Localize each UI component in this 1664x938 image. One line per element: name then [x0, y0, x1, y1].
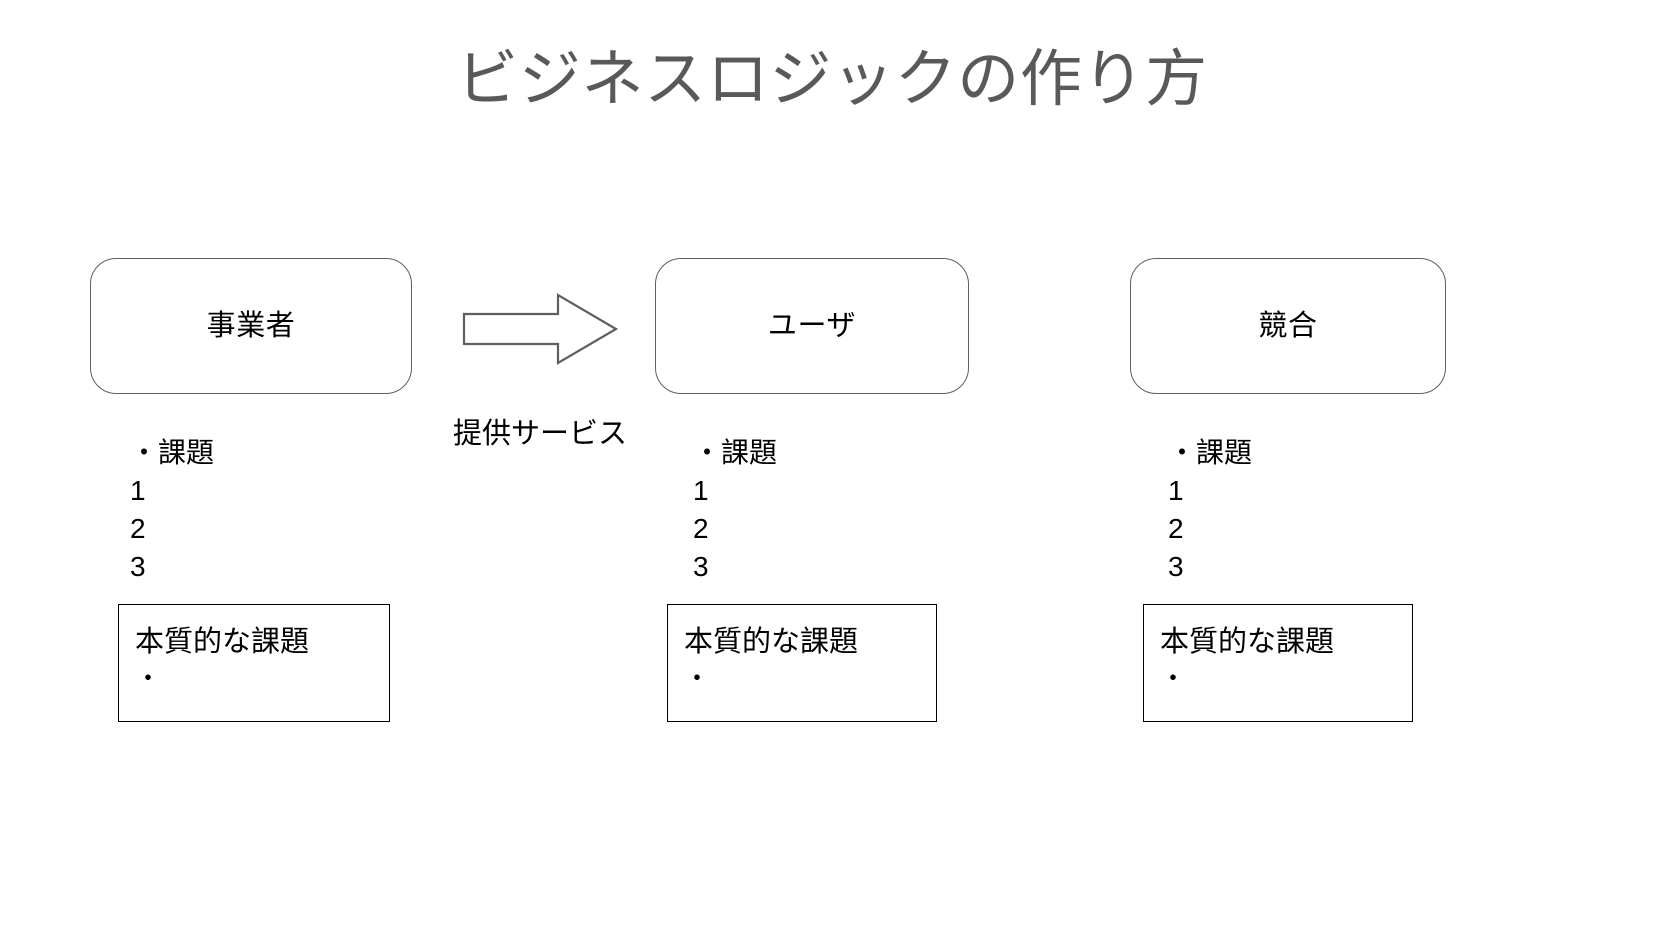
essential-issue-bullet-3: ・ [1160, 663, 1187, 693]
issue-heading-2: ・課題 [693, 437, 778, 468]
essential-issue-box-3[interactable]: 本質的な課題 ・ [1143, 604, 1413, 722]
arrow-label-provided-service: 提供サービス [452, 418, 627, 450]
issue-item-2-3: 3 [693, 551, 709, 582]
actor-label-1: 事業者 [206, 309, 296, 342]
essential-issue-box-1[interactable]: 本質的な課題 ・ [118, 604, 390, 722]
issue-item-3-2: 2 [1168, 513, 1184, 544]
column-actor-1: 事業者 ・課題 1 2 3 本質的な課題 ・ [78, 0, 418, 938]
issue-list-2: ・課題 1 2 3 [693, 434, 777, 586]
actor-box-3[interactable]: 競合 [1130, 258, 1446, 394]
essential-issue-box-2[interactable]: 本質的な課題 ・ [667, 604, 937, 722]
essential-issue-title-1: 本質的な課題 [135, 626, 310, 658]
page-title: ビジネスロジックの作り方 [456, 45, 1208, 114]
actor-label-3: 競合 [1258, 309, 1318, 342]
issue-item-3-1: 1 [1168, 475, 1184, 506]
column-actor-2: ユーザ ・課題 1 2 3 本質的な課題 ・ [645, 0, 985, 938]
essential-issue-title-2: 本質的な課題 [684, 626, 859, 658]
issue-item-2-1: 1 [693, 475, 709, 506]
essential-issue-title-3: 本質的な課題 [1160, 626, 1335, 658]
essential-issue-bullet-2: ・ [684, 663, 711, 693]
issue-heading-3: ・課題 [1168, 437, 1253, 468]
block-arrow-right-icon [462, 293, 618, 365]
issue-heading-1: ・課題 [130, 437, 215, 468]
issue-item-2-2: 2 [693, 513, 709, 544]
column-actor-3: 競合 ・課題 1 2 3 本質的な課題 ・ [1121, 0, 1461, 938]
actor-label-2: ユーザ [767, 309, 857, 342]
issue-item-1-1: 1 [130, 475, 146, 506]
issue-item-3-3: 3 [1168, 551, 1184, 582]
actor-box-2[interactable]: ユーザ [655, 258, 969, 394]
essential-issue-bullet-1: ・ [135, 663, 162, 693]
issue-item-1-3: 3 [130, 551, 146, 582]
issue-item-1-2: 2 [130, 513, 146, 544]
issue-list-3: ・課題 1 2 3 [1168, 434, 1252, 586]
actor-box-1[interactable]: 事業者 [90, 258, 412, 394]
issue-list-1: ・課題 1 2 3 [130, 434, 214, 586]
